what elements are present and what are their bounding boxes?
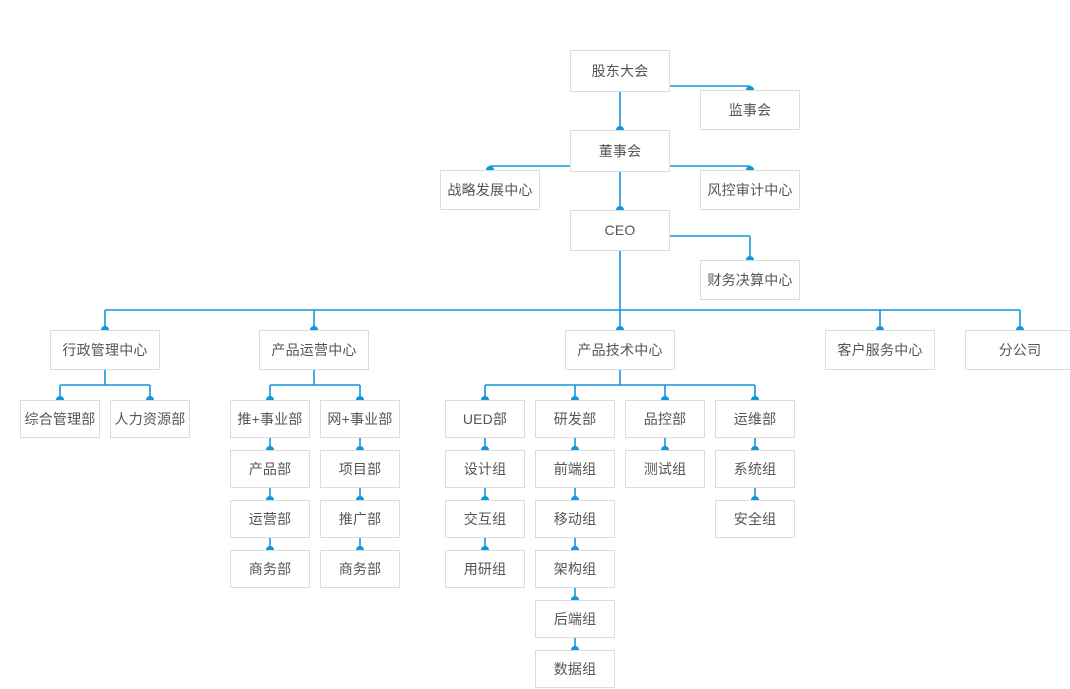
org-node[interactable]: 网+事业部 [320,400,400,438]
org-node[interactable]: 移动组 [535,500,615,538]
org-node[interactable]: 监事会 [700,90,800,130]
org-node[interactable]: 行政管理中心 [50,330,160,370]
org-node[interactable]: 商务部 [320,550,400,588]
org-node[interactable]: 设计组 [445,450,525,488]
org-node[interactable]: 推广部 [320,500,400,538]
org-node[interactable]: 分公司 [965,330,1070,370]
org-node[interactable]: 安全组 [715,500,795,538]
org-node[interactable]: 测试组 [625,450,705,488]
org-node[interactable]: 运营部 [230,500,310,538]
org-node[interactable]: 风控审计中心 [700,170,800,210]
org-node[interactable]: 推+事业部 [230,400,310,438]
org-node[interactable]: 交互组 [445,500,525,538]
org-node[interactable]: 项目部 [320,450,400,488]
org-node[interactable]: 架构组 [535,550,615,588]
org-node[interactable]: 产品部 [230,450,310,488]
org-node[interactable]: 数据组 [535,650,615,688]
org-node[interactable]: 股东大会 [570,50,670,92]
org-node[interactable]: 综合管理部 [20,400,100,438]
org-node[interactable]: 商务部 [230,550,310,588]
org-node[interactable]: 产品运营中心 [259,330,369,370]
org-node[interactable]: 后端组 [535,600,615,638]
org-node[interactable]: 系统组 [715,450,795,488]
org-node[interactable]: 人力资源部 [110,400,190,438]
org-node[interactable]: 前端组 [535,450,615,488]
org-node[interactable]: 财务决算中心 [700,260,800,300]
org-node[interactable]: 研发部 [535,400,615,438]
org-node[interactable]: CEO [570,210,670,251]
org-node[interactable]: 客户服务中心 [825,330,935,370]
org-node[interactable]: 品控部 [625,400,705,438]
org-node[interactable]: 战略发展中心 [440,170,540,210]
org-node[interactable]: 产品技术中心 [565,330,675,370]
org-node[interactable]: 运维部 [715,400,795,438]
org-node[interactable]: UED部 [445,400,525,438]
org-node[interactable]: 用研组 [445,550,525,588]
org-node[interactable]: 董事会 [570,130,670,172]
